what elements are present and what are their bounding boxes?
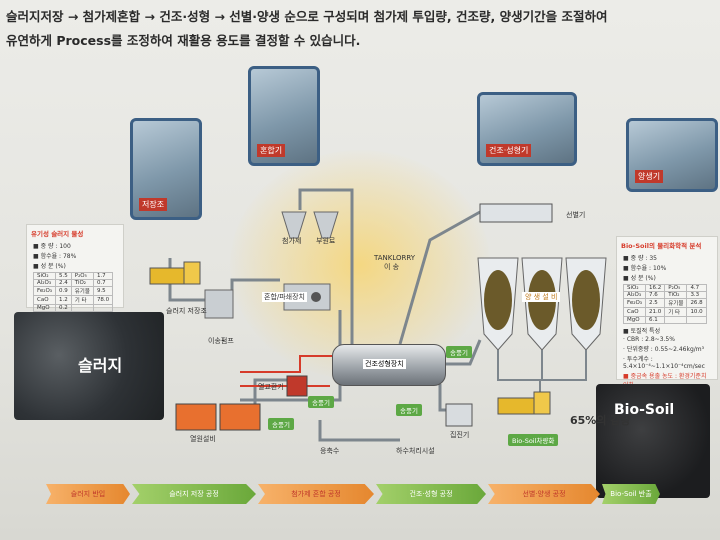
table-cell: MgO xyxy=(33,304,56,312)
dust-collector-label: 집진기 xyxy=(450,431,470,439)
right-panel-extra: · CBR : 2.8~3.5% xyxy=(623,336,675,343)
photo-mixer-label: 혼합기 xyxy=(257,144,286,157)
flow-step-1: 슬러지 반입 xyxy=(46,484,130,504)
heat-exchanger xyxy=(286,375,308,397)
flow-step-2: 슬러지 저장 공정 xyxy=(132,484,256,504)
left-panel-row: ■ 함수율 : 78% xyxy=(33,253,77,260)
silo-pellets-3 xyxy=(572,270,600,330)
photo-storage: 저장조 xyxy=(130,118,202,220)
table-cell xyxy=(686,316,707,324)
sludge-image: 슬러지 xyxy=(14,312,164,420)
right-panel-row: ■ 중 량 : 35 xyxy=(623,255,657,262)
photo-dryer: 건조·성형기 xyxy=(477,92,577,166)
mixer-label: 혼합/파쇄장치 xyxy=(262,292,307,302)
process-flow-bar: 슬러지 반입 슬러지 저장 공정 첨가제 혼합 공정 건조·성형 공정 선별·양… xyxy=(46,484,660,506)
header-line-1: 슬러지저장 → 첨가제혼합 → 건조·성형 → 선별·양생 순으로 구성되며 첨… xyxy=(6,9,608,24)
reduction-label: 65%의 감량 xyxy=(570,414,631,427)
table-cell: 6.1 xyxy=(644,316,666,324)
dump-truck-right xyxy=(497,397,535,415)
dryer-drum: 건조성형장치 xyxy=(332,344,446,386)
flow-step-4: 건조·성형 공정 xyxy=(376,484,486,504)
right-panel-row: ■ 성 분 (%) xyxy=(623,275,656,282)
furnace-1 xyxy=(175,403,217,431)
pipe-drum-selector xyxy=(398,210,481,345)
silo-pellets-1 xyxy=(484,270,512,330)
silo-discharge-3 xyxy=(540,350,587,381)
selector-label: 선별기 xyxy=(566,211,586,219)
pipe-drum-silo xyxy=(444,339,482,366)
right-panel-title: Bio-Soil의 물리화학적 분석 xyxy=(621,242,702,250)
photo-dryer-label: 건조·성형기 xyxy=(486,144,532,157)
right-panel-extra: · 투수계수 : 5.4×10⁻⁴~1.1×10⁻⁴cm/sec xyxy=(623,356,705,370)
sewage-label: 하수처리시설 xyxy=(396,447,435,455)
additive-hopper-1 xyxy=(281,211,307,239)
left-panel-row: ■ 성 분 (%) xyxy=(33,263,66,270)
dump-truck-left-cab xyxy=(183,261,201,285)
dust-collector xyxy=(445,403,473,427)
right-panel-extra: · 단위중량 : 0.55~2.46kg/m³ xyxy=(623,346,705,353)
furnace-2 xyxy=(219,403,261,431)
photo-curing: 양생기 xyxy=(626,118,718,192)
left-properties-panel: 유기성 슬러지 물성 ■ 중 량 : 100 ■ 함수율 : 78% ■ 성 분… xyxy=(26,224,124,312)
dump-truck-left xyxy=(149,267,187,285)
flow-step-6: Bio-Soil 반출 xyxy=(602,484,660,504)
pipe-mixer-drum xyxy=(240,310,342,402)
pipe-water xyxy=(318,420,400,442)
photo-mixer: 혼합기 xyxy=(248,66,320,166)
right-panel-extra: ■ 토질적 특성 xyxy=(623,328,661,335)
blower-tag-2: 송풍기 xyxy=(396,404,422,416)
pump-label: 이송펌프 xyxy=(208,337,234,345)
photo-curing-label: 양생기 xyxy=(635,170,664,183)
photo-storage-label: 저장조 xyxy=(139,198,168,211)
drum-label: 건조성형장치 xyxy=(363,359,406,369)
pipe-heat xyxy=(253,378,300,404)
bio-soil-image: Bio-Soil xyxy=(596,384,710,498)
sludge-storage-label: 슬러지 저장조 xyxy=(166,307,207,315)
left-panel-row: ■ 중 량 : 100 xyxy=(33,243,71,250)
selector-screen xyxy=(479,203,553,223)
sludge-hopper xyxy=(204,289,234,319)
pipe-additive xyxy=(298,188,354,350)
curing-label: 양 생 설 비 xyxy=(522,292,561,302)
bio-soil-label: Bio-Soil xyxy=(614,402,675,418)
additive-hopper-2 xyxy=(313,211,339,239)
tanklorry-label: TANKLORRY xyxy=(374,254,416,262)
loading-tag: Bio-Soil차량화 xyxy=(508,434,559,446)
sludge-label: 슬러지 xyxy=(78,356,123,375)
blower-tag-4: 송풍기 xyxy=(446,346,472,358)
table-cell xyxy=(92,304,114,312)
subsidiary-label: 부원료 xyxy=(316,237,336,245)
left-panel-title: 유기성 슬러지 물성 xyxy=(31,230,84,238)
mixer-rotor xyxy=(311,292,321,302)
additive-label: 첨가제 xyxy=(282,237,302,245)
silo-discharge xyxy=(497,350,541,396)
heat-exchanger-label: 열교환기 xyxy=(258,383,284,391)
furnace-label: 열원설비 xyxy=(190,435,216,443)
blower-tag-3: 송풍기 xyxy=(308,396,334,408)
right-panel-row: ■ 함수율 : 10% xyxy=(623,265,667,272)
hot-air-line xyxy=(240,355,332,373)
right-properties-panel: Bio-Soil의 물리화학적 분석 ■ 중 량 : 35 ■ 함수율 : 10… xyxy=(616,236,718,389)
center-glow xyxy=(230,150,490,380)
flow-step-5: 선별·양생 공정 xyxy=(488,484,600,504)
header-line-2: 유연하게 Process를 조정하여 재활용 용도를 결정할 수 있습니다. xyxy=(6,33,361,48)
blower-tag-1: 송풍기 xyxy=(268,418,294,430)
flow-step-3: 첨가제 혼합 공정 xyxy=(258,484,374,504)
water-label: 응축수 xyxy=(320,447,340,455)
transfer-label: 이 송 xyxy=(384,263,400,271)
dump-truck-right-cab xyxy=(533,391,551,415)
